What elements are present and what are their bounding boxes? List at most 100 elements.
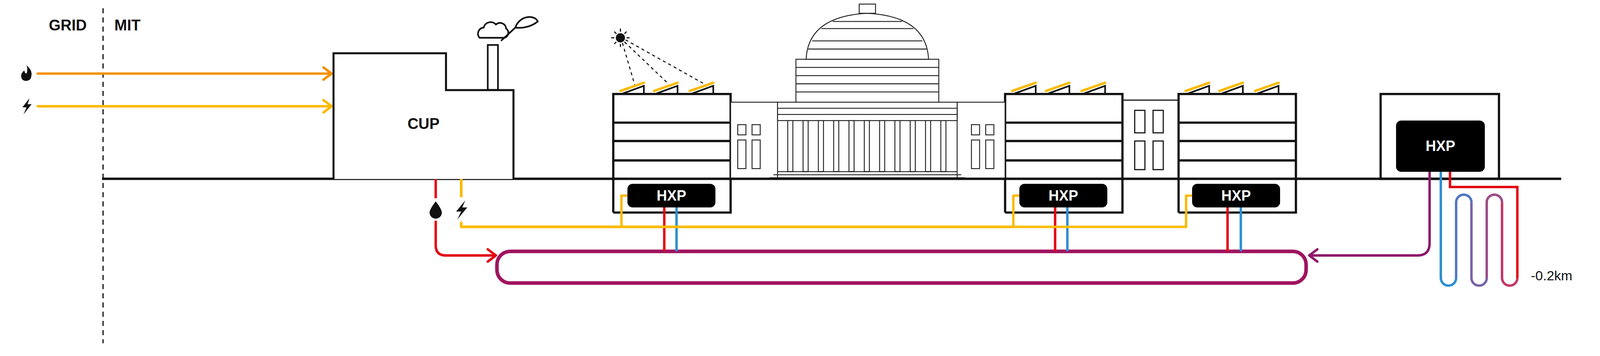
water-feed [435,179,497,262]
borehole-field [1502,201,1518,286]
bolt-symbol [453,196,470,222]
depth-label: -0.2km [1530,267,1573,283]
borehole-field [1450,171,1518,278]
sun [619,43,622,48]
small-building [1134,110,1145,133]
domed-building [848,120,855,172]
thermal-loop [497,251,1307,283]
domed-building [795,59,939,102]
heat-exchanger-box: HXP [1396,120,1485,172]
heat-exchanger-box: HXP [1019,183,1108,208]
loop-pipes [675,207,678,252]
gas-supply-arrow [37,67,332,80]
domed-building [769,171,966,178]
domed-building [752,124,761,135]
domed-building [940,120,947,172]
domed-building [818,120,824,172]
domed-building [752,139,761,169]
water-drop-symbol [429,201,442,219]
bolt-symbol [453,196,470,222]
office-building [1380,93,1499,179]
domed-building [806,13,929,60]
domed-building [971,124,980,135]
domed-building [777,101,957,121]
domed-building [737,124,746,135]
sun [611,28,704,85]
geothermal-return [1309,171,1430,262]
sun [614,31,617,34]
borehole-field [1471,201,1487,286]
domed-building [879,120,885,172]
office-building [613,93,1500,213]
domed-building [985,139,994,169]
domed-building [787,120,794,172]
office-building [1178,93,1296,213]
ground-line [101,177,1562,180]
domed-building [730,3,1005,179]
small-building [1152,110,1164,133]
sun [622,42,636,85]
gas-supply-arrow [323,67,332,80]
domed-building [802,120,809,172]
unit-label: HXP [1425,137,1456,154]
unit-label: HXP [1048,187,1079,204]
sun [614,41,617,44]
plant-outline [333,53,514,179]
sun [611,28,630,47]
domed-building [777,107,957,114]
geothermal-return [1309,249,1318,262]
sun [619,28,622,32]
loop-pipes [1226,207,1229,252]
domed-building [808,21,927,50]
sun [626,37,630,39]
unit-label: HXP [1221,187,1251,204]
borehole-field [1440,171,1518,286]
domed-building [833,120,839,172]
domed-building [730,101,778,179]
loop-pipes [664,207,1241,252]
small-building [1152,140,1164,170]
domed-building [971,139,980,169]
loop-pipes [676,207,1241,252]
water-drop-symbol [427,197,444,221]
grid-boundary [102,7,104,343]
water-drop-symbol [427,197,444,221]
chimney [501,27,516,41]
sun [611,37,615,39]
loop-pipes [1066,207,1069,252]
borehole-field [1456,194,1472,278]
plant-building: CUP [333,53,514,179]
office-building [613,93,731,213]
power-line [461,178,628,227]
solar-panel [620,82,1279,94]
solar-panel [1185,82,1279,91]
chimney [515,16,538,28]
heat-exchanger-box: HXP [1192,183,1281,208]
gas-supply-arrow [37,72,331,75]
borehole-field [1486,194,1503,278]
bolt-symbol [456,199,468,220]
region-label: MIT [114,17,141,34]
bolt-icon [22,97,32,115]
borehole-field [1440,171,1457,286]
solar-panel [620,82,1279,91]
sun [616,33,625,42]
water-feed [487,249,496,262]
small-building [1122,99,1179,179]
sun [622,39,705,85]
solar-panel [620,82,714,91]
heat-exchanger-box: HXP [627,183,716,208]
power-supply-arrow [37,104,331,108]
small-building [1134,140,1145,170]
power-supply-arrow [37,99,332,113]
loop-pipes [1239,207,1243,252]
loop-pipes [1053,207,1057,252]
domed-building [737,139,746,169]
power-supply-arrow [323,99,332,113]
unit-label: HXP [656,187,687,204]
solar-panel [621,85,1279,94]
